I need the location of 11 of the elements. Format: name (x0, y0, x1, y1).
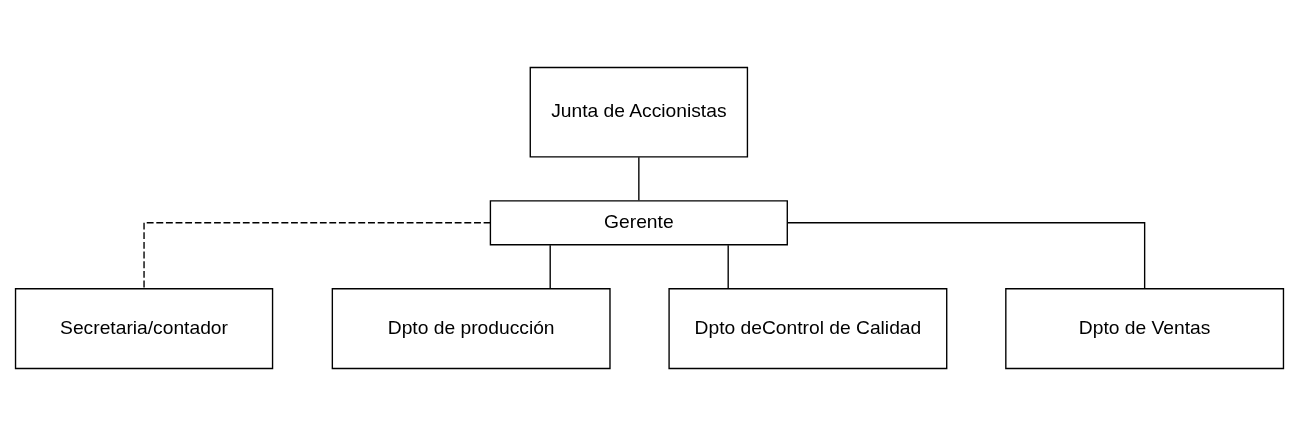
connector (787, 221, 1146, 289)
node-box: Gerente (489, 199, 788, 245)
node-box: Dpto de producción (331, 287, 611, 369)
connector (143, 221, 492, 289)
connector (727, 244, 729, 289)
node-box: Dpto de Ventas (1005, 287, 1285, 369)
node-box: Secretaria/contador (14, 287, 274, 369)
node-box: Dpto deControl de Calidad (668, 287, 948, 369)
connector (549, 244, 551, 289)
node-box: Junta de Accionistas (529, 66, 749, 158)
connector (638, 156, 640, 201)
